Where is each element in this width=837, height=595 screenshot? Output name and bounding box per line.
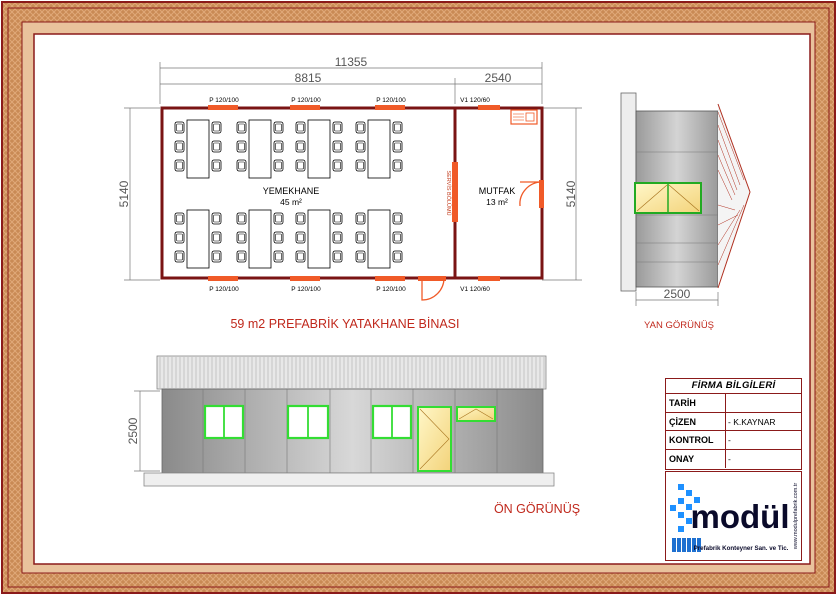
window-label-bottom-3: P 120/100 bbox=[376, 286, 406, 293]
title-block-row-control: KONTROL - bbox=[666, 431, 801, 450]
dim-dining-length: 8815 bbox=[295, 71, 322, 85]
title-block-row-approval: ONAY - bbox=[666, 449, 801, 468]
floor-plan: 11355 8815 2540 5140 5140 P 120/100 P 12… bbox=[117, 55, 582, 331]
dining-room-area: 45 m² bbox=[280, 197, 302, 207]
main-entrance-door bbox=[421, 277, 445, 301]
kitchen-door bbox=[519, 181, 543, 207]
side-view-title: YAN GÖRÜNÜŞ bbox=[644, 320, 714, 331]
dim-overall-length: 11355 bbox=[335, 55, 368, 69]
kitchen-room-name: MUTFAK bbox=[479, 186, 516, 196]
dim-front-height: 2500 bbox=[126, 417, 140, 444]
window-label-bottom-1: P 120/100 bbox=[209, 286, 239, 293]
dining-room-name: YEMEKHANE bbox=[263, 186, 320, 196]
side-view: 2500 YAN GÖRÜNÜŞ bbox=[620, 92, 751, 331]
drawing-title: 59 m2 PREFABRİK YATAKHANE BİNASI bbox=[230, 317, 459, 331]
title-block: FİRMA BİLGİLERİ TARİH ÇİZEN - K.KAYNAR K… bbox=[665, 378, 802, 470]
front-view: 2500 ÖN GÖRÜNÜŞ bbox=[126, 355, 580, 516]
dim-plan-depth-left: 5140 bbox=[117, 180, 131, 207]
plan-outer-wall bbox=[160, 106, 544, 280]
window-label-bottom-kitchen: V1 120/60 bbox=[460, 286, 490, 293]
dim-kitchen-length: 2540 bbox=[485, 71, 512, 85]
title-block-value: - bbox=[728, 453, 731, 464]
window-label-top-kitchen: V1 120/60 bbox=[460, 97, 490, 104]
title-block-key: TARİH bbox=[666, 394, 726, 412]
title-block-value: - K.KAYNAR bbox=[728, 416, 776, 427]
dim-plan-depth-right: 5140 bbox=[564, 180, 578, 207]
kitchen-room-area: 13 m² bbox=[486, 197, 508, 207]
title-block-value: - bbox=[728, 435, 731, 445]
dim-side-width: 2500 bbox=[664, 287, 691, 301]
front-windows bbox=[203, 404, 496, 440]
title-block-row-date: TARİH bbox=[666, 394, 801, 413]
serving-area-label: SERVİS BÖLÜMÜ bbox=[445, 170, 452, 215]
front-view-title: ÖN GÖRÜNÜŞ bbox=[494, 502, 580, 516]
window-label-top-2: P 120/100 bbox=[291, 97, 321, 104]
window-label-top-1: P 120/100 bbox=[209, 97, 239, 104]
window-label-top-3: P 120/100 bbox=[376, 97, 406, 104]
front-door bbox=[417, 406, 452, 472]
title-block-heading: FİRMA BİLGİLERİ bbox=[666, 379, 801, 394]
title-block-key: ONAY bbox=[666, 449, 726, 468]
logo-box bbox=[665, 471, 802, 561]
title-block-key: KONTROL bbox=[666, 431, 726, 449]
title-block-value bbox=[726, 394, 801, 412]
dining-tables bbox=[186, 119, 391, 269]
title-block-row-drawn-by: ÇİZEN - K.KAYNAR bbox=[666, 412, 801, 431]
window-label-bottom-2: P 120/100 bbox=[291, 286, 321, 293]
title-block-key: ÇİZEN bbox=[666, 412, 726, 430]
